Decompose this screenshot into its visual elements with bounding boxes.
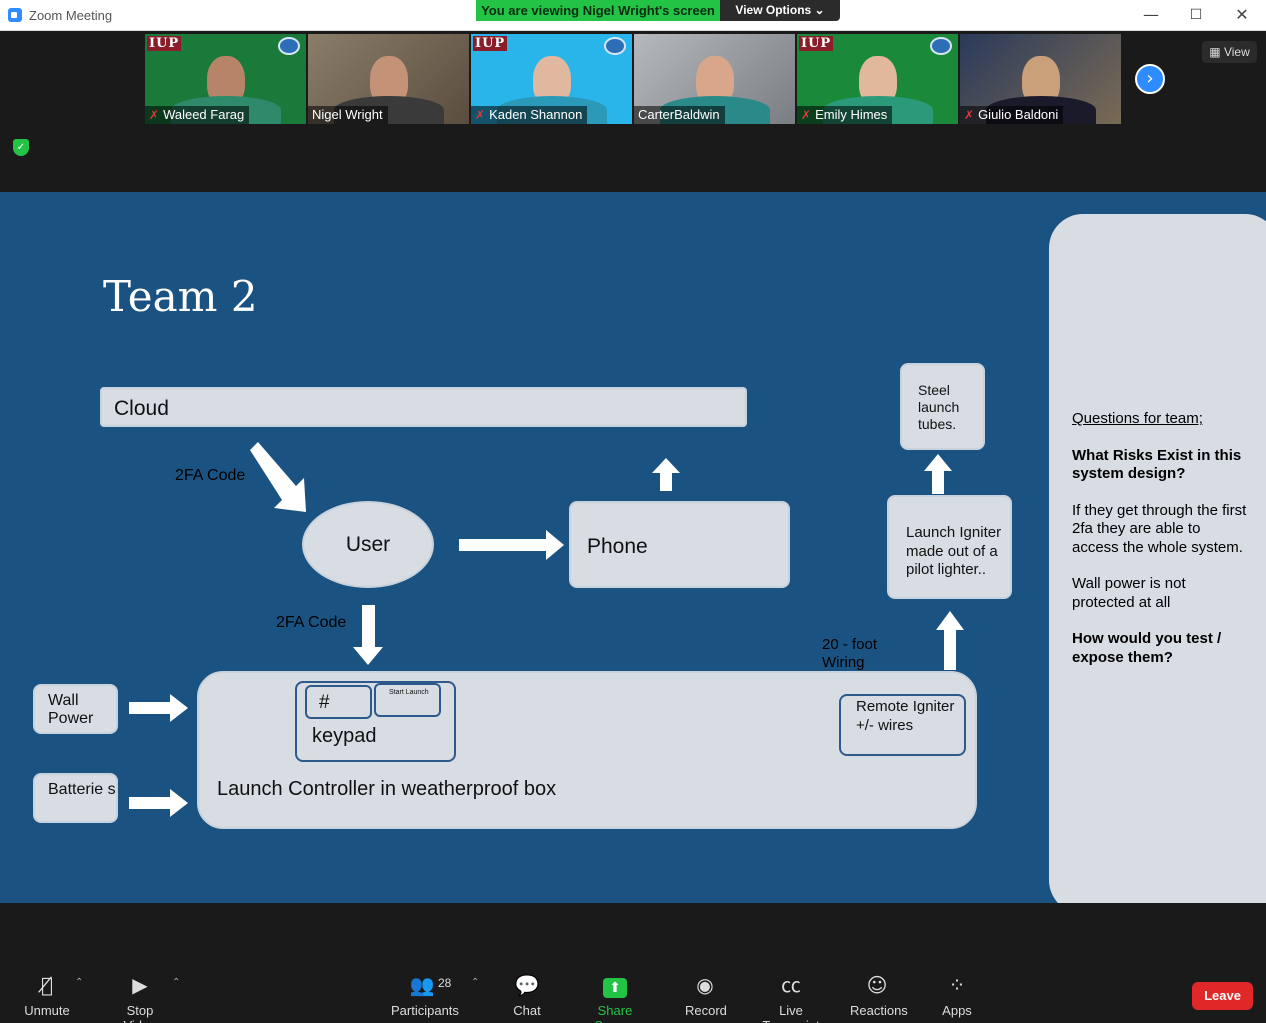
- video-tile-carter[interactable]: CarterBaldwin: [634, 34, 795, 124]
- mic-off-icon: ✗: [964, 108, 975, 122]
- share-screen-button[interactable]: ⬆ Share Screen: [580, 973, 650, 1023]
- iup-logo: IUP: [473, 36, 508, 51]
- video-tile-waleed[interactable]: IUP ✗Waleed Farag: [145, 34, 306, 124]
- user-node: User: [302, 501, 434, 588]
- mic-off-icon: ✗: [149, 108, 160, 122]
- stop-video-button[interactable]: ▶ Stop Video ⌃: [109, 973, 180, 1023]
- participant-name: Giulio Baldoni: [978, 107, 1059, 122]
- arrow-wiring-up: [936, 611, 964, 670]
- view-layout-button[interactable]: ▦ View: [1202, 41, 1257, 63]
- share-screen-icon: ⬆: [580, 973, 650, 998]
- launch-controller-box: # Start Launch keypad Launch Controller …: [197, 671, 977, 829]
- arrow-user-to-phone: [459, 530, 564, 560]
- video-camera-icon: ▶: [132, 973, 148, 997]
- window-title: Zoom Meeting: [29, 8, 113, 23]
- view-options-button[interactable]: View Options ⌄: [720, 0, 840, 21]
- participant-name: Nigel Wright: [312, 107, 383, 122]
- keypad-box: # Start Launch keypad: [295, 681, 456, 762]
- emoji-plus-icon: ☺: [866, 973, 888, 997]
- participant-name: CarterBaldwin: [638, 107, 720, 122]
- minimize-button[interactable]: —: [1143, 5, 1159, 24]
- arrow-igniter-to-tubes: [924, 454, 952, 494]
- video-tile-kaden[interactable]: IUP ✗Kaden Shannon: [471, 34, 632, 124]
- apps-button[interactable]: ⁘ Apps: [942, 973, 972, 1018]
- arrow-cloud-to-user: [250, 442, 306, 512]
- live-transcript-button[interactable]: ㏄ Live Transcript: [752, 973, 830, 1023]
- iup-logo: IUP: [147, 36, 182, 51]
- keypad-start-launch-key: Start Launch: [374, 683, 441, 717]
- arrow-user-down: [353, 605, 383, 665]
- diagram-arrows: [129, 442, 964, 817]
- reactions-button[interactable]: ☺ Reactions: [850, 973, 908, 1018]
- chat-bubble-icon: 💬: [514, 973, 540, 997]
- apps-icon: ⁘: [948, 973, 966, 997]
- video-options-chevron-icon[interactable]: ⌃: [172, 977, 181, 988]
- video-gallery: IUP ✗Waleed Farag Nigel Wright IUP ✗Kade…: [0, 32, 1266, 192]
- remote-igniter-box: Remote Igniter +/- wires: [839, 694, 966, 756]
- launch-controller-label: Launch Controller in weatherproof box: [217, 778, 557, 800]
- question-risks: What Risks Exist in this system design?: [1072, 446, 1242, 483]
- record-icon: ◉: [696, 973, 714, 997]
- mic-off-icon: ✗: [475, 108, 486, 122]
- globe-icon: [278, 37, 300, 55]
- globe-icon: [604, 37, 626, 55]
- answer-2fa: If they get through the first 2fa they a…: [1072, 501, 1247, 556]
- record-button[interactable]: ◉ Record: [685, 973, 727, 1018]
- participants-options-chevron-icon[interactable]: ⌃: [471, 977, 480, 988]
- leave-button[interactable]: Leave: [1192, 982, 1253, 1010]
- audio-options-chevron-icon[interactable]: ⌃: [75, 977, 84, 988]
- participants-icon: 👥: [409, 973, 435, 997]
- wall-power-box: Wall Power: [33, 684, 118, 734]
- batteries-box: Batterie s: [33, 773, 118, 823]
- question-test: How would you test / expose them?: [1072, 630, 1222, 666]
- questions-panel: Questions for team; What Risks Exist in …: [1049, 214, 1266, 903]
- iup-logo: IUP: [799, 36, 834, 51]
- participants-count: 28: [438, 976, 452, 990]
- video-tile-emily[interactable]: IUP ✗Emily Himes: [797, 34, 958, 124]
- arrow-phone-up: [652, 458, 680, 491]
- phone-box: Phone: [569, 501, 790, 588]
- next-page-arrow-icon[interactable]: ›: [1135, 64, 1165, 94]
- mic-off-icon: ✗: [801, 108, 812, 122]
- two-fa-label-top: 2FA Code: [175, 467, 246, 484]
- chat-button[interactable]: 💬 Chat: [513, 973, 541, 1018]
- participants-button[interactable]: 👥 Participants ⌃: [391, 973, 480, 1018]
- keypad-hash-key: #: [305, 685, 372, 719]
- keypad-label: keypad: [312, 725, 377, 747]
- questions-heading: Questions for team;: [1072, 410, 1203, 427]
- wiring-label: 20 - foot Wiring: [822, 636, 878, 671]
- launch-igniter-box: Launch Igniter made out of a pilot light…: [887, 495, 1012, 599]
- participant-name: Waleed Farag: [163, 107, 245, 122]
- viewing-banner: You are viewing Nigel Wright's screen: [476, 0, 720, 21]
- slide-title: Team 2: [103, 272, 258, 321]
- answer-wall-power: Wall power is not protected at all: [1072, 575, 1186, 611]
- unmute-button[interactable]: 🎙̸ Unmute ⌃: [24, 973, 84, 1018]
- video-tile-nigel[interactable]: Nigel Wright: [308, 34, 469, 124]
- close-button[interactable]: ✕: [1235, 5, 1249, 24]
- shared-screen-slide: Team 2 Cloud 2FA Code User Phone Steel l…: [0, 192, 1266, 903]
- steel-tubes-box: Steel launch tubes.: [900, 363, 985, 450]
- globe-icon: [930, 37, 952, 55]
- cloud-box: Cloud: [100, 387, 747, 427]
- meeting-toolbar: 🎙̸ Unmute ⌃ ▶ Stop Video ⌃ 👥 Participant…: [0, 903, 1266, 1023]
- arrow-wall-power: [129, 694, 188, 722]
- video-tile-giulio[interactable]: ✗Giulio Baldoni: [960, 34, 1121, 124]
- zoom-icon: [8, 8, 22, 22]
- mic-muted-icon: 🎙̸: [40, 973, 53, 997]
- maximize-button[interactable]: ☐: [1189, 7, 1203, 23]
- two-fa-label-bottom: 2FA Code: [276, 614, 347, 631]
- closed-caption-icon: ㏄: [781, 973, 801, 997]
- participant-name: Emily Himes: [815, 107, 888, 122]
- participant-name: Kaden Shannon: [489, 107, 583, 122]
- arrow-batteries: [129, 789, 188, 817]
- encryption-shield-icon[interactable]: ✓: [13, 139, 29, 156]
